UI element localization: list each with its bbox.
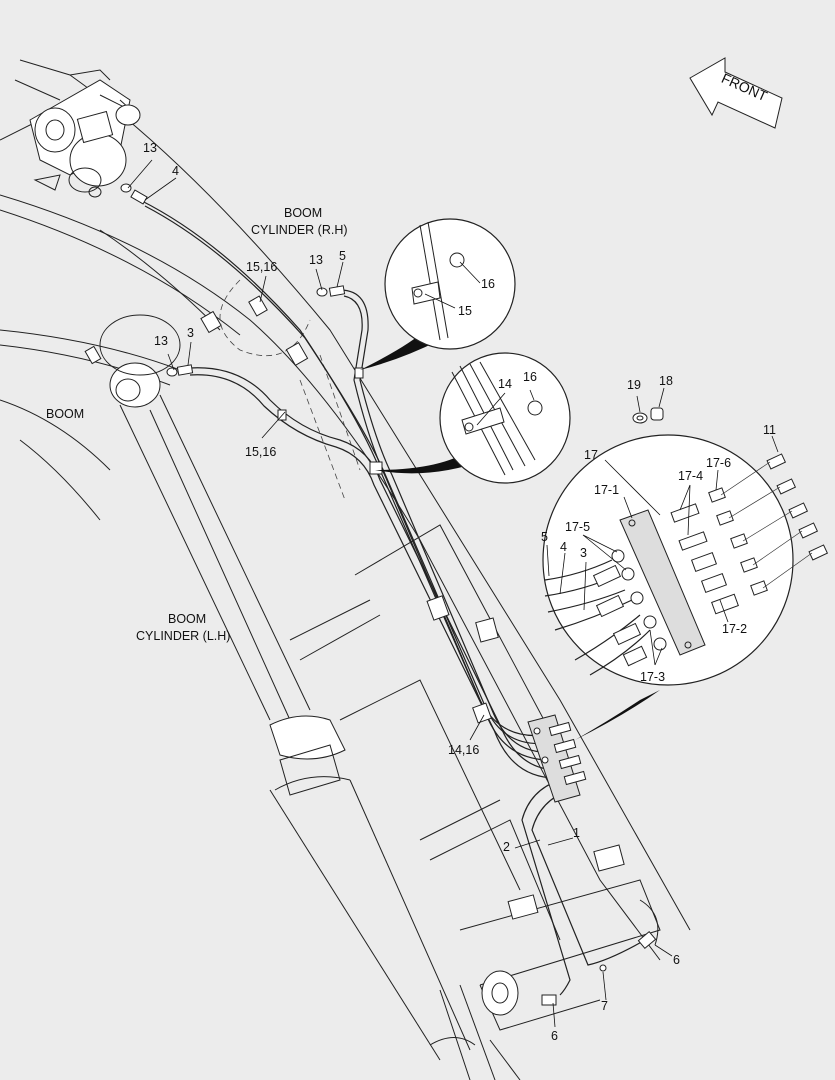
front-direction-arrow: FRONT — [689, 57, 783, 129]
callout-18: 18 — [659, 374, 673, 388]
callout-1: 1 — [573, 826, 580, 840]
manifold-block — [527, 714, 587, 803]
callout-14-16: 14,16 — [448, 743, 479, 757]
callout-4: 4 — [172, 164, 179, 178]
callout-19: 19 — [627, 378, 641, 392]
callout-15-16a: 15,16 — [246, 260, 277, 274]
callout-11: 11 — [763, 423, 776, 437]
callout-15: 15 — [458, 304, 472, 318]
boom-cyl-rh-label-2: CYLINDER (R.H) — [251, 223, 348, 237]
callout-17-2: 17-2 — [722, 622, 747, 636]
detail-clamp-14-16 — [375, 352, 571, 484]
callout-7: 7 — [601, 999, 608, 1013]
boom-cyl-lh-label-1: BOOM — [168, 612, 206, 626]
fittings — [120, 183, 657, 1006]
callout-13a: 13 — [143, 141, 157, 155]
callout-5: 5 — [339, 249, 346, 263]
boom-cyl-rh-label-1: BOOM — [284, 206, 322, 220]
part-callouts: 13 4 13 5 15,16 13 3 15,16 16 15 14 16 1… — [143, 141, 776, 1043]
callout-13b: 13 — [309, 253, 323, 267]
callout-17-4: 17-4 — [678, 469, 703, 483]
washer-and-plug — [632, 407, 664, 424]
boom-structure — [0, 59, 691, 1080]
callout-17-6: 17-6 — [706, 456, 731, 470]
callout-15-16b: 15,16 — [245, 445, 276, 459]
component-names: BOOM CYLINDER (R.H) BOOM BOOM CYLINDER (… — [46, 206, 348, 643]
boom-label: BOOM — [46, 407, 84, 421]
detail-manifold-17 — [542, 434, 829, 740]
leader-lines — [127, 159, 779, 1028]
callout-17-1: 17-1 — [594, 483, 619, 497]
callout-14: 14 — [498, 377, 512, 391]
boom-cyl-lh-label-2: CYLINDER (L.H) — [136, 629, 230, 643]
callout-4-detail: 4 — [560, 540, 567, 554]
hose-lines — [139, 199, 646, 996]
detail-clamp-15-16 — [360, 218, 516, 370]
callout-13c: 13 — [154, 334, 168, 348]
callout-16a: 16 — [481, 277, 495, 291]
callout-5-detail: 5 — [541, 530, 548, 544]
callout-3-detail: 3 — [580, 546, 587, 560]
callout-17: 17 — [584, 448, 598, 462]
callout-6a: 6 — [673, 953, 680, 967]
callout-17-5: 17-5 — [565, 520, 590, 534]
callout-16b: 16 — [523, 370, 537, 384]
callout-6b: 6 — [551, 1029, 558, 1043]
callout-3: 3 — [187, 326, 194, 340]
callout-17-3: 17-3 — [640, 670, 665, 684]
callout-2: 2 — [503, 840, 510, 854]
boom-cylinder-rh — [29, 69, 141, 198]
boom-cylinder-lh — [99, 314, 476, 1061]
